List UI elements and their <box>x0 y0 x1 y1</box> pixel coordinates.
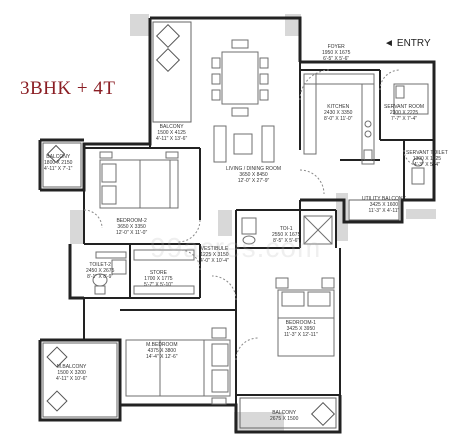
room-label-kitchen: KITCHEN 2430 X 3350 8'-0" X 11'-0" <box>324 104 352 122</box>
room-dim: 1225 X 3150 <box>200 252 229 258</box>
room-label-toilet1: TOI-1 2550 X 1675 8'-5" X 5'-6" <box>272 226 300 244</box>
room-imp: 12'-0" X 11'-0" <box>116 230 148 236</box>
room-name: SERVANT TOILET <box>406 150 448 156</box>
room-dim: 2550 X 1675 <box>272 232 301 238</box>
room-imp: 8'-5" X 5'-6" <box>273 238 300 244</box>
room-label-living: LIVING / DINING ROOM 3650 X 8450 12'-0" … <box>226 166 281 184</box>
room-name: KITCHEN <box>327 104 350 110</box>
room-label-bedroom2: BEDROOM-2 3650 X 3350 12'-0" X 11'-0" <box>116 218 147 236</box>
room-label-balcony-left: BALCONY 1800 X 2150 4'-11" X 7'-1" <box>44 154 72 172</box>
bedroom1-bed <box>275 277 335 357</box>
room-dim: 1300 X 1625 <box>412 156 442 162</box>
exterior-shade <box>130 14 149 36</box>
room-name: LIVING / DINING ROOM <box>226 166 282 172</box>
room-name: SERVANT ROOM <box>384 104 425 110</box>
room-dim: 1800 X 2150 <box>44 160 73 166</box>
room-name: BEDROOM-1 <box>285 320 316 326</box>
room-name: TOI-1 <box>279 226 293 232</box>
room-label-servant-room: SERVANT ROOM 2300 X 2225 7'-7" X 7'-4" <box>384 104 424 122</box>
exterior-shade <box>406 209 436 219</box>
room-label-servant-toilet: SERVANT TOILET 1300 X 1625 4'-3" X 5'-4" <box>406 150 448 168</box>
store-shelves <box>133 249 195 295</box>
room-imp: 8'-0" X 11'-0" <box>324 116 353 122</box>
room-label-bedroom1: BEDROOM-1 3425 X 3950 11'-3" X 12'-11" <box>284 320 318 338</box>
interior-walls <box>83 62 434 405</box>
toilet2-fixtures <box>92 251 127 295</box>
room-dim: 1500 X 3200 <box>57 370 86 376</box>
room-imp: 6'-5" X 5'-6" <box>323 56 350 62</box>
sofa-set <box>213 125 275 163</box>
entry-arrow-icon: ◄ <box>384 38 394 49</box>
room-dim: 2450 X 2675 <box>86 268 115 274</box>
toilet1-fixtures <box>241 215 333 245</box>
exterior-shade <box>218 210 232 236</box>
planter-icons <box>46 23 336 427</box>
room-imp: 11'-3" X 4'-11" <box>368 208 400 214</box>
room-dim: 3650 X 3350 <box>117 224 146 230</box>
room-name: UTILITY BALCONY <box>362 196 406 202</box>
room-dim: 2300 X 2225 <box>389 110 419 116</box>
entry-marker: ◄ENTRY <box>384 38 431 49</box>
room-dim: 1500 X 4125 <box>157 130 186 136</box>
master-bed <box>125 327 231 405</box>
room-label-mbedroom: M.BEDROOM 4375 X 3800 14'-4" X 12'-6" <box>146 342 178 360</box>
bedroom2-bed <box>99 151 179 209</box>
room-name: BEDROOM-2 <box>116 218 147 224</box>
room-name: BALCONY <box>272 410 297 416</box>
room-imp: 14'-4" X 12'-6" <box>146 354 178 360</box>
room-dim: 3650 X 8450 <box>239 172 268 178</box>
room-imp: 8'-1" X 8'-9" <box>87 274 114 280</box>
room-name: TOILET-2 <box>89 262 111 268</box>
room-label-foyer: FOYER 1950 X 1675 6'-5" X 5'-6" <box>322 44 350 62</box>
watermark: 99acres.com <box>150 232 322 263</box>
servant-bed <box>393 83 429 115</box>
door-swings <box>83 69 421 361</box>
outer-walls <box>38 16 436 434</box>
room-dim: 3425 X 3950 <box>286 326 315 332</box>
room-label-balcony-top: BALCONY 1500 X 4125 4'-11" X 13'-6" <box>156 124 187 142</box>
room-name: FOYER <box>327 44 345 50</box>
room-imp: 4'-11" X 7'-1" <box>44 166 73 172</box>
plan-title: 3BHK + 4T <box>20 78 116 99</box>
room-dim: 1700 X 1775 <box>144 276 173 282</box>
room-imp: 5'-7" X 5'-10" <box>144 282 173 288</box>
room-label-vestibule: VESTIBULE 1225 X 3150 4'-0" X 10'-4" <box>200 246 229 264</box>
room-dim: 2430 X 3350 <box>324 110 353 116</box>
room-label-mbalcony: M.BALCONY 1500 X 3200 4'-11" X 10'-6" <box>56 364 87 382</box>
room-dim: 2675 X 1500 <box>270 416 299 422</box>
entry-label: ENTRY <box>396 38 431 49</box>
room-label-toilet2: TOILET-2 2450 X 2675 8'-1" X 8'-9" <box>86 262 114 280</box>
servant-wc <box>411 157 425 185</box>
room-name: VESTIBULE <box>200 246 229 252</box>
room-label-store: STORE 1700 X 1775 5'-7" X 5'-10" <box>144 270 173 288</box>
room-name: M.BALCONY <box>56 364 87 370</box>
room-name: M.BEDROOM <box>146 342 178 348</box>
room-name: BALCONY <box>46 154 71 160</box>
kitchen-counter <box>303 73 375 165</box>
balcony-rails <box>42 21 400 429</box>
room-dim: 3425 X 1600 <box>369 202 399 208</box>
room-imp: 11'-3" X 12'-11" <box>284 332 318 338</box>
exterior-shade <box>234 412 284 432</box>
room-name: STORE <box>149 270 167 276</box>
dining-set <box>211 39 269 117</box>
room-label-utility-balcony: UTILITY BALCONY 3425 X 1600 11'-3" X 4'-… <box>362 196 406 214</box>
room-imp: 4'-3" X 5'-4" <box>413 162 440 168</box>
room-imp: 12'-0" X 27'-9" <box>237 178 270 184</box>
room-name: BALCONY <box>159 124 184 130</box>
room-imp: 7'-7" X 7'-4" <box>390 116 418 122</box>
room-label-balcony-bottom: BALCONY 2675 X 1500 <box>270 410 298 422</box>
room-imp: 4'-0" X 10'-4" <box>200 258 229 264</box>
room-dim: 4375 X 3800 <box>147 348 176 354</box>
exterior-shade <box>70 210 84 244</box>
room-imp: 4'-11" X 13'-6" <box>156 136 188 142</box>
room-dim: 1950 X 1675 <box>322 50 351 56</box>
room-imp: 4'-11" X 10'-6" <box>56 376 88 382</box>
